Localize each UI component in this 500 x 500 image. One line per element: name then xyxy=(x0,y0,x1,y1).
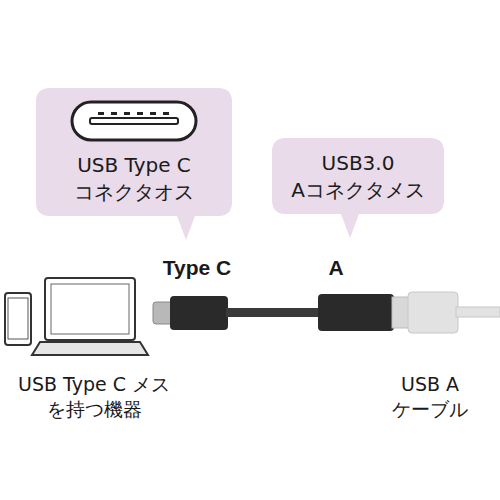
smartphone xyxy=(5,293,31,345)
usb-a-cable xyxy=(456,307,500,317)
device-label: USB A ケーブル xyxy=(382,372,478,422)
callout-bubble: USB Type C コネクタオス xyxy=(36,88,232,216)
laptop-screen xyxy=(45,278,135,340)
type-c-housing xyxy=(170,296,228,330)
connector-pin xyxy=(137,112,143,115)
bubble-outline xyxy=(36,88,232,240)
connector-pin xyxy=(98,112,104,115)
usb-a-female-housing xyxy=(318,294,394,331)
connector-pin xyxy=(111,112,117,115)
usb-a-plug-housing xyxy=(408,292,458,333)
bubble-text: USB3.0 Aコネクタメス xyxy=(272,150,444,204)
connector-label: A xyxy=(306,255,366,280)
device-label: USB Type C メス を持つ機器 xyxy=(3,372,185,422)
cable xyxy=(226,308,320,317)
usb-a-plug-metal xyxy=(392,297,410,328)
connector-pin xyxy=(163,112,169,115)
connector-pin xyxy=(124,112,130,115)
bubble-outline xyxy=(272,138,444,238)
laptop-base xyxy=(32,342,148,355)
type-c-connector-icon xyxy=(72,102,196,140)
connector-tongue xyxy=(90,118,178,124)
callout-bubble: USB3.0 Aコネクタメス xyxy=(272,138,444,214)
connector-pin xyxy=(150,112,156,115)
phone-screen xyxy=(8,298,28,339)
connector-label: Type C xyxy=(137,255,257,280)
bubble-text: USB Type C コネクタオス xyxy=(36,152,232,206)
laptop-display xyxy=(51,284,129,334)
